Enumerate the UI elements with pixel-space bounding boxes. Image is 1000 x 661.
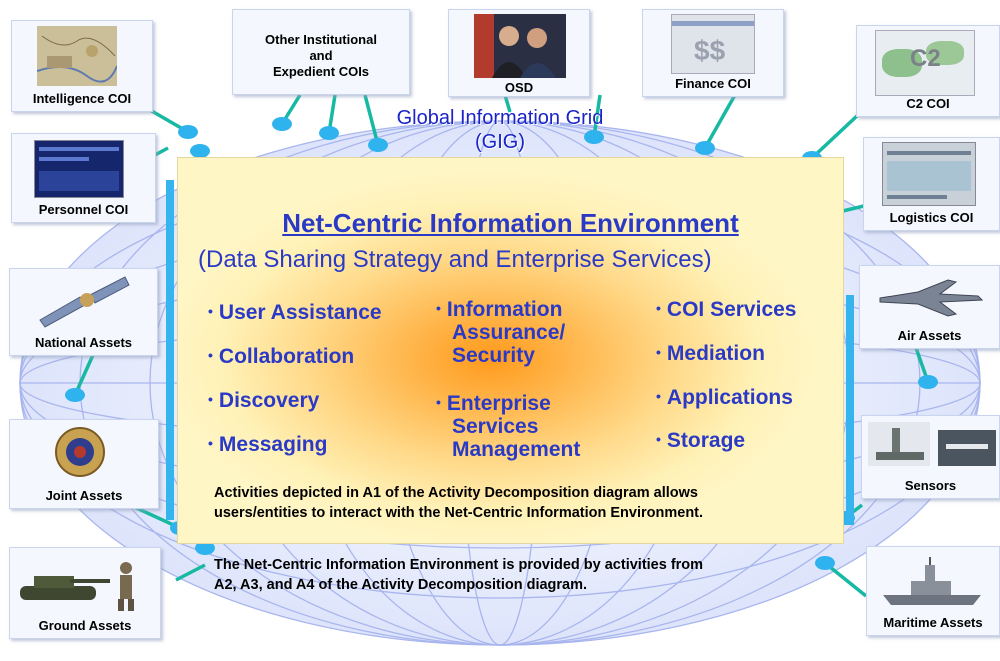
node-logistics-coi: Logistics COI <box>863 137 1000 231</box>
panel-title: Net-Centric Information Environment <box>282 208 739 238</box>
gig-title: Global Information Grid (GIG) <box>396 107 604 153</box>
bullet-discovery: •Discovery <box>208 389 320 412</box>
node-national-assets: National Assets <box>9 268 158 356</box>
bullet-user-assistance: •User Assistance <box>208 301 382 324</box>
node-maritime-assets: Maritime Assets <box>866 546 1000 636</box>
bullet-collaboration: •Collaboration <box>208 345 355 368</box>
air-assets-label: Air Assets <box>897 328 962 343</box>
note-a1: Activities depicted in A1 of the Activit… <box>214 485 704 521</box>
bullet-enterprise-services-management: •Enterprise Services Management <box>436 392 581 461</box>
c2-map-icon: C2 <box>875 30 975 96</box>
finance-coi-label: Finance COI <box>675 76 751 91</box>
logistics-screen-icon <box>882 142 976 206</box>
national-assets-label: National Assets <box>34 335 133 350</box>
node-personnel-coi: Personnel COI <box>11 133 156 223</box>
bullet-storage: •Storage <box>656 429 746 452</box>
node-joint-assets: Joint Assets <box>9 419 159 509</box>
joint-seal-icon <box>55 427 105 477</box>
ground-assets-label: Ground Assets <box>38 618 132 633</box>
bullet-messaging: •Messaging <box>208 433 328 456</box>
personnel-screen-icon <box>34 140 124 198</box>
satellite-icon <box>39 276 130 328</box>
osd-label: OSD <box>504 80 534 95</box>
bullet-coi-services: •COI Services <box>656 298 797 321</box>
panel-subtitle: (Data Sharing Strategy and Enterprise Se… <box>198 246 712 273</box>
node-other-coi: Other Institutional and Expedient COIs <box>232 9 410 95</box>
node-air-assets: Air Assets <box>859 265 1000 349</box>
uav-icon <box>938 430 996 466</box>
map-thumbnail-icon <box>37 26 117 86</box>
joint-assets-label: Joint Assets <box>45 488 123 503</box>
node-intelligence-coi: Intelligence COI <box>11 20 153 112</box>
connector-nodes <box>65 117 938 570</box>
tank-soldier-icon <box>20 562 134 611</box>
warship-icon <box>883 557 981 605</box>
c2-coi-label: C2 COI <box>906 96 950 111</box>
intelligence-coi-label: Intelligence COI <box>32 91 132 106</box>
right-accent-bar <box>846 295 854 525</box>
personnel-coi-label: Personnel COI <box>38 202 129 217</box>
note-a2-a4: The Net-Centric Information Environment … <box>214 557 704 593</box>
node-ground-assets: Ground Assets <box>9 547 161 639</box>
bullet-information-assurance: •Information Assurance/ Security <box>436 298 566 367</box>
node-c2-coi: C2 C2 COI <box>856 25 1000 117</box>
bullet-mediation: •Mediation <box>656 342 765 365</box>
node-osd: OSD <box>448 9 590 97</box>
officials-photo-icon <box>474 14 566 78</box>
logistics-coi-label: Logistics COI <box>889 210 974 225</box>
other-coi-label: Other Institutional and Expedient COIs <box>265 32 377 79</box>
maritime-assets-label: Maritime Assets <box>883 615 983 630</box>
left-accent-bar <box>166 180 174 520</box>
aircraft-icon <box>879 279 983 317</box>
finance-screen-icon: $$ <box>671 14 755 74</box>
bullet-applications: •Applications <box>656 386 793 409</box>
node-finance-coi: $$ Finance COI <box>642 9 784 97</box>
sensors-label: Sensors <box>904 478 957 493</box>
radar-site-icon <box>868 422 930 466</box>
node-sensors: Sensors <box>861 415 1000 499</box>
net-centric-panel: Net-Centric Information Environment (Dat… <box>177 157 844 544</box>
